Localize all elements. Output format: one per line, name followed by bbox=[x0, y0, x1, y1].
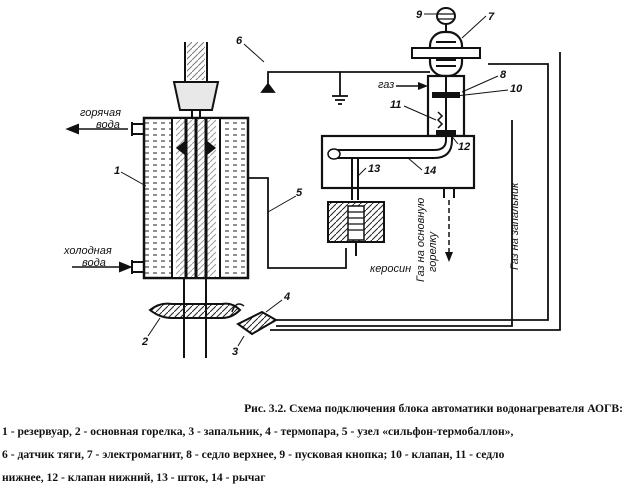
hot-water-label-2: вода bbox=[96, 119, 120, 131]
leader-3 bbox=[237, 335, 245, 347]
automatic-valve-block bbox=[320, 7, 481, 200]
label-10: 10 bbox=[510, 83, 523, 95]
to-main-burner-label-2: горелку bbox=[427, 230, 439, 272]
gas-label: газ bbox=[378, 79, 394, 91]
to-main-burner-label-1: Газ на основную bbox=[415, 198, 427, 282]
leader-8 bbox=[461, 75, 499, 93]
leader-6 bbox=[243, 43, 265, 63]
caption-line-1: 1 - резервуар, 2 - основная горелка, 3 -… bbox=[2, 425, 514, 438]
reservoir bbox=[142, 116, 250, 280]
cold-water-label-1: холодная bbox=[63, 245, 112, 257]
main-burner-gas-arrow bbox=[445, 200, 453, 262]
label-8: 8 bbox=[500, 69, 507, 81]
label-14: 14 bbox=[424, 165, 436, 177]
label-7: 7 bbox=[488, 11, 495, 23]
label-3: 3 bbox=[232, 346, 238, 358]
leader-1 bbox=[120, 171, 147, 187]
schematic-diagram: горячая вода холодная вода bbox=[63, 7, 561, 358]
leader-2 bbox=[147, 317, 161, 337]
leader-10 bbox=[455, 89, 509, 97]
main-burner bbox=[148, 302, 242, 319]
label-12: 12 bbox=[458, 141, 470, 153]
kerosene-label: керосин bbox=[370, 263, 411, 275]
hot-water-label-1: горячая bbox=[80, 107, 121, 119]
caption-title: Рис. 3.2. Схема подключения блока автома… bbox=[244, 402, 623, 415]
label-9: 9 bbox=[416, 9, 423, 21]
flue-hatching bbox=[187, 42, 205, 80]
leader-4 bbox=[265, 299, 283, 313]
label-5: 5 bbox=[296, 187, 303, 199]
label-13: 13 bbox=[368, 163, 380, 175]
leader-11 bbox=[403, 105, 437, 121]
leader-12 bbox=[449, 133, 459, 145]
label-1: 1 bbox=[114, 165, 120, 177]
figure-caption: Рис. 3.2. Схема подключения блока автома… bbox=[0, 397, 627, 489]
kerosene-bellows bbox=[327, 201, 385, 256]
label-11: 11 bbox=[390, 99, 401, 111]
leader-13 bbox=[357, 167, 367, 177]
leader-7 bbox=[461, 15, 487, 39]
flue-pipe bbox=[172, 42, 220, 118]
label-2: 2 bbox=[141, 336, 148, 348]
pilot-gas-tube bbox=[270, 52, 561, 331]
label-6: 6 bbox=[236, 35, 243, 47]
bellows-thermobulb-line bbox=[248, 177, 347, 269]
draft-sensor bbox=[260, 71, 430, 105]
label-4: 4 bbox=[283, 291, 290, 303]
caption-line-2: 6 - датчик тяги, 7 - электромагнит, 8 - … bbox=[2, 448, 505, 461]
cold-water-inlet bbox=[72, 260, 144, 274]
leader-14 bbox=[407, 157, 423, 171]
hot-water-outlet bbox=[65, 122, 144, 136]
to-pilot-label: Газ на запальник bbox=[509, 182, 521, 270]
cold-water-label-2: вода bbox=[82, 257, 106, 269]
caption-line-3: нижнее, 12 - клапан нижний, 13 - шток, 1… bbox=[2, 471, 266, 484]
leader-5 bbox=[267, 195, 297, 213]
